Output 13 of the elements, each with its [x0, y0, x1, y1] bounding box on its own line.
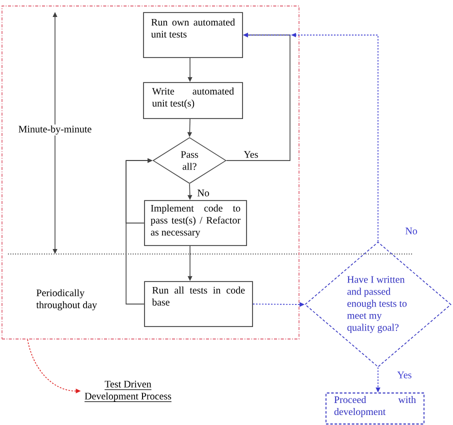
edge-label: Yes: [396, 370, 413, 380]
caption-text: Test Driven Development Process: [84, 380, 172, 402]
process-box: Run all tests in code base: [144, 281, 253, 327]
process-box: Implement code to pass test(s) / Refactor as necessary: [144, 200, 247, 246]
label-text: Periodically throughout day: [35, 288, 102, 312]
process-box: Proceed with development: [326, 392, 424, 424]
group-frame: [2, 6, 300, 340]
process-box: Run own automated unit tests: [143, 12, 243, 58]
process-box: Write automated unit test(s): [143, 82, 243, 119]
edge-label: No: [404, 226, 418, 236]
edge-label: No: [196, 188, 210, 198]
edge-label: Yes: [242, 150, 260, 159]
label-text: Minute-by-minute: [17, 124, 93, 136]
